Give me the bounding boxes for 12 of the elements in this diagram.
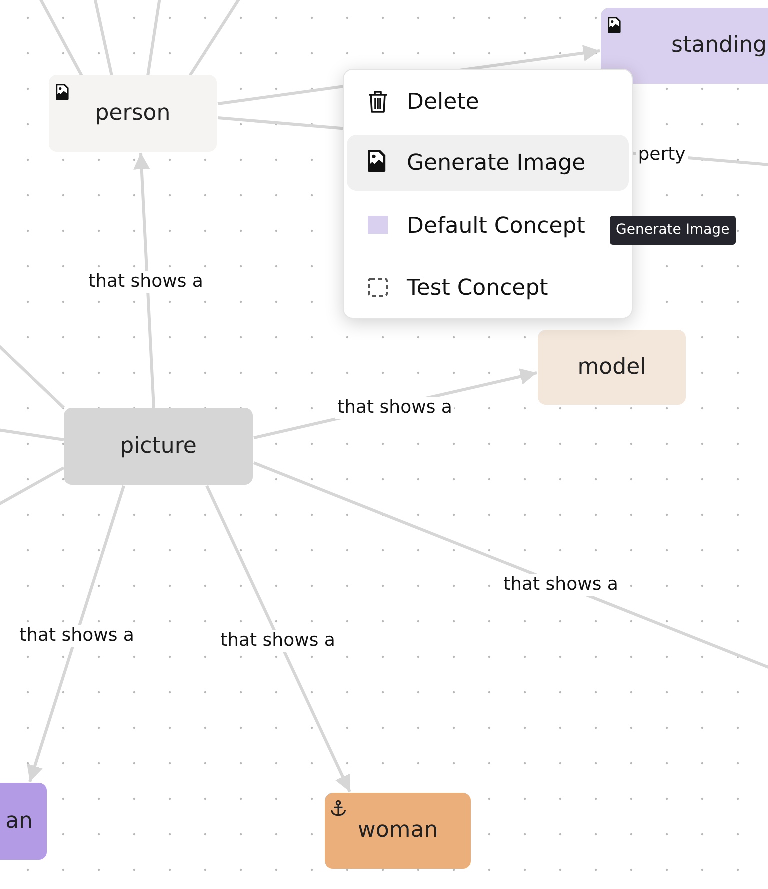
node-label: person [95,102,171,124]
node-label: picture [120,436,197,458]
test-concept-menu-item: Test Concept [347,260,629,316]
node-label: an [6,810,33,832]
edge-label: perty [636,144,688,166]
delete-menu-item: Delete [347,74,629,130]
node-label: model [578,356,646,378]
generate-image-menu-item: Generate Image [347,135,629,191]
node-label: standing [672,35,767,57]
node-label: woman [358,820,438,842]
edge-label: that shows a [336,397,454,419]
tooltip: Generate Image [610,216,736,245]
